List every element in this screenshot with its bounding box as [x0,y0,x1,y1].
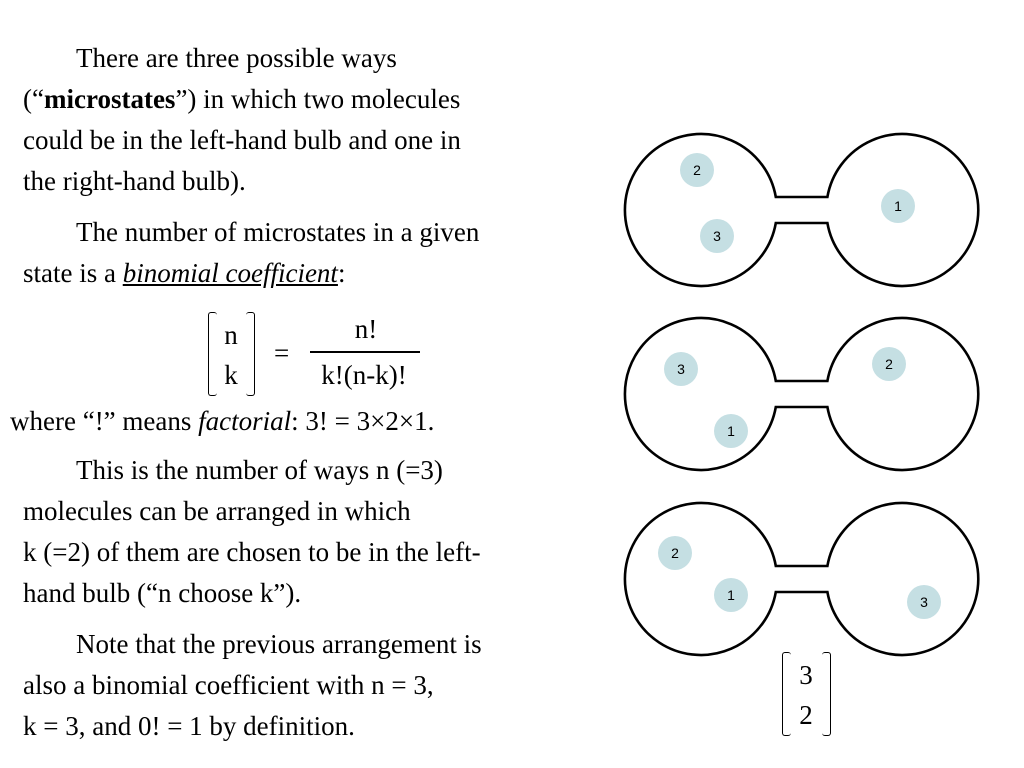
bulb-diagram-2: 3 1 2 [623,316,980,472]
text-line: state is a binomial coefficient: [23,253,479,294]
fraction-bar [310,351,420,353]
molecule: 2 [872,347,906,381]
term-factorial: factorial [198,406,292,436]
text-fragment: state is a [23,258,123,288]
right-bracket [246,312,255,396]
svg-text:3: 3 [677,361,685,377]
svg-text:2: 2 [693,162,701,178]
svg-text:1: 1 [894,198,902,214]
text-line: Note that the previous arrangement is [76,629,482,659]
text-line: k (=2) of them are chosen to be in the l… [23,537,481,567]
bulb-diagram-1: 2 3 1 [623,132,980,288]
text-line: the right-hand bulb). [23,166,246,196]
binomial-bottom: k [224,360,238,390]
text-line: could be in the left-hand bulb and one i… [23,125,461,155]
paragraph-microstates: There are three possible ways (“microsta… [23,38,461,202]
factorial-definition: where “!” means factorial: 3! = 3×2×1. [10,406,434,437]
right-bracket [822,652,831,736]
svg-text:1: 1 [727,587,735,603]
binomial-top: 3 [799,660,813,690]
svg-text:2: 2 [885,356,893,372]
text-line: (“microstates”) in which two molecules [23,79,461,120]
paragraph-n-choose-k: This is the number of ways n (=3) molecu… [23,450,481,614]
text-fragment: ”) in which two molecules [175,84,461,114]
binomial-top: n [224,320,238,350]
svg-text:2: 2 [671,545,679,561]
molecule: 2 [658,536,692,570]
molecule: 3 [907,585,941,619]
text-line: The number of microstates in a given [76,217,480,247]
text-line: molecules can be arranged in which [23,496,411,526]
text-line: There are three possible ways [76,43,397,73]
molecule: 2 [680,153,714,187]
svg-text:1: 1 [727,423,735,439]
molecule: 1 [714,578,748,612]
text-fragment: : 3! = 3×2×1. [291,406,435,436]
molecule: 3 [700,219,734,253]
numerator: n! [354,314,378,344]
text-line: k = 3, and 0! = 1 by definition. [23,711,355,741]
molecule: 1 [881,189,915,223]
term-binomial-coefficient: binomial coefficient [122,258,338,288]
text-line: hand bulb (“n choose k”). [23,578,302,608]
text-line: also a binomial coefficient with n = 3, [23,670,434,700]
binomial-bottom: 2 [799,700,813,730]
molecule: 3 [664,352,698,386]
bulb-diagram-3: 2 1 3 [623,501,980,657]
left-bracket [208,312,217,396]
text-fragment: (“ [23,84,44,114]
denominator: k!(n-k)! [321,360,407,390]
paragraph-binomial: The number of microstates in a given sta… [23,212,479,294]
paragraph-note: Note that the previous arrangement is al… [23,624,482,747]
left-bracket [782,652,791,736]
svg-text:3: 3 [920,594,928,610]
molecule: 1 [714,414,748,448]
svg-text:3: 3 [713,228,721,244]
text-fragment: : [337,258,346,288]
text-fragment: where “!” means [10,406,199,436]
term-microstates: microstates [43,84,176,114]
text-line: This is the number of ways n (=3) [76,455,443,485]
equals-sign: = [274,338,290,368]
